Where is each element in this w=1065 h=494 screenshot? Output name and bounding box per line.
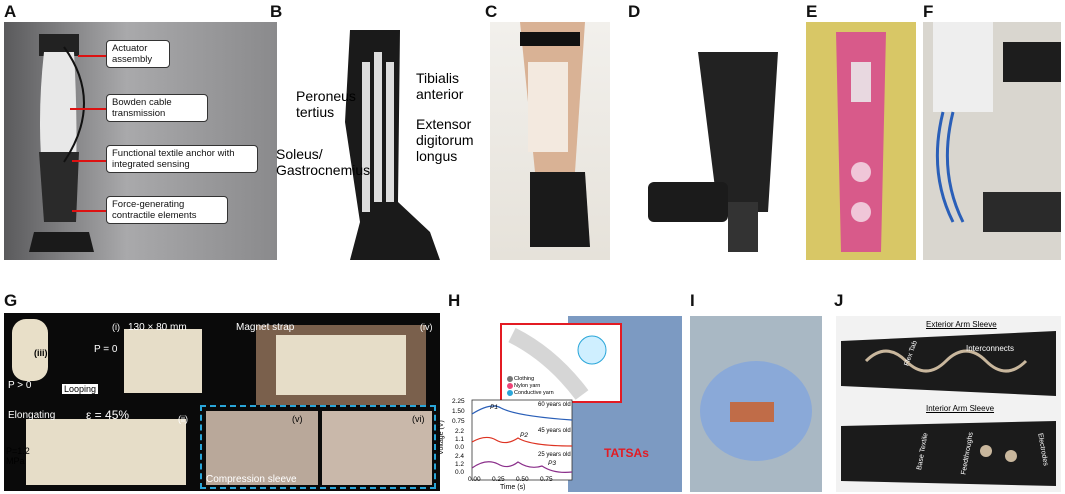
g-label-ii: (ii): [178, 414, 188, 424]
g-label-v: (v): [292, 414, 303, 424]
label-extensor-digitorum: Extensor digitorum longus: [416, 116, 474, 164]
forearm-glove-illustration: [520, 22, 590, 247]
g-label-vi: (vi): [412, 414, 425, 424]
panel-label-a: A: [4, 2, 17, 21]
h-highlight-box: [449, 459, 461, 469]
g-label-p-zero: P = 0: [94, 344, 118, 355]
panel-label-b: B: [270, 2, 283, 21]
h-legend-conductive: Conductive yarn: [514, 390, 554, 396]
h-ytick-0-2: 0.75: [452, 418, 465, 425]
h-ytick-2-0: 2.4: [455, 453, 465, 460]
h-xtick-1: 0.25: [492, 476, 505, 483]
panel-label-c: C: [485, 2, 498, 21]
callout-textile-anchor: Functional textile anchor with integrate…: [106, 145, 258, 173]
panel-d-photo: [628, 22, 796, 260]
g-label-magnet-strap: Magnet strap: [236, 322, 295, 333]
compression-sleeve-inset: [200, 405, 436, 489]
callout-contractile-elements: Force-generating contractile elements: [106, 196, 228, 224]
label-soleus-gastrocnemius: Soleus/ Gastrocnemius: [276, 146, 371, 178]
panel-label-j: J: [834, 291, 844, 310]
h-xtick-0: 0.00: [468, 476, 481, 483]
exosuit-leg-illustration: [29, 34, 94, 252]
magnet-strap-image: [256, 325, 426, 405]
h-series-label-25: 25 years old: [538, 452, 571, 458]
g-label-iv: (iv): [420, 322, 433, 332]
h-xtick-2: 0.50: [516, 476, 529, 483]
panel-c-photo: [490, 22, 610, 260]
h-ytick-1-0: 2.2: [455, 428, 465, 435]
g-label-compression-sleeve: Compression sleeve: [206, 474, 297, 485]
panel-label-h: H: [448, 291, 461, 310]
panel-label-d: D: [628, 2, 641, 21]
h-voltage-chart: [449, 399, 573, 481]
pink-orthosis-illustration: [836, 32, 886, 252]
panel-label-e: E: [806, 2, 818, 21]
h-series-45: [471, 436, 573, 447]
h-series-label-60: 60 years old: [538, 402, 571, 408]
h-ytick-1-1: 1.1: [455, 436, 465, 443]
g-label-dimension: 130 × 80 mm: [128, 322, 187, 333]
panel-f-photo: [923, 22, 1061, 260]
j-exterior-title: Exterior Arm Sleeve: [926, 320, 997, 329]
h-ytick-0-0: 2.25: [452, 398, 465, 405]
stretched-fabric-image: [26, 419, 186, 485]
g-label-i: (i): [112, 322, 120, 332]
h-ytick-2-2: 0.0: [455, 469, 465, 476]
callout-bowden-cable: Bowden cable transmission: [106, 94, 208, 122]
h-ytick-1-2: 0.0: [455, 444, 465, 451]
arrow-contractile: [72, 210, 106, 212]
panel-e-photo: [806, 22, 916, 260]
h-series-25: [471, 461, 573, 473]
h-peak-p1: P1: [490, 404, 498, 411]
h-peak-p2: P2: [520, 432, 528, 439]
panel-i-photo: [690, 316, 822, 492]
panel-g-frame: [4, 313, 440, 491]
finger-sensor-illustration: [700, 361, 812, 461]
arm-sleeve-illustration: [841, 331, 1056, 486]
h-series-60: [471, 405, 573, 421]
callout-actuator-assembly: Actuator assembly: [106, 40, 170, 68]
arrow-actuator: [78, 55, 106, 57]
g-label-p-positive: P > 0: [8, 380, 32, 391]
h-peak-p3: P3: [548, 460, 556, 467]
prosthetic-socket-illustration: [648, 52, 778, 252]
label-peroneus-tertius: Peroneus tertius: [296, 88, 356, 120]
panel-b-photo: [290, 22, 480, 260]
g-label-p-1-2: P=1.2 MPa: [6, 446, 30, 466]
g-label-epsilon: ε = 45%: [86, 408, 130, 422]
h-xlabel: Time (s): [500, 484, 526, 491]
looped-fabric-image: [12, 319, 48, 381]
h-ylabel: Voltage (V): [437, 420, 445, 455]
panel-label-i: I: [690, 291, 695, 310]
g-label-elongating: Elongating: [8, 410, 56, 421]
h-xtick-3: 0.75: [540, 476, 553, 483]
h-tatsas-label: TATSAs: [604, 446, 649, 460]
panel-label-f: F: [923, 2, 934, 21]
h-legend-inset: [500, 323, 622, 403]
panel-j-photo: [836, 316, 1061, 492]
arrow-bowden: [70, 108, 106, 110]
panel-label-g: G: [4, 291, 18, 310]
fabric-structure-diagram: [507, 327, 607, 400]
g-label-iii: (iii): [34, 348, 48, 358]
h-legend-nylon: Nylon yarn: [514, 383, 541, 389]
h-series-label-45: 45 years old: [538, 428, 571, 434]
h-ytick-0-1: 1.50: [452, 408, 465, 415]
j-interconnects: Interconnects: [966, 344, 1015, 353]
flat-fabric-image: [124, 329, 202, 393]
label-tibialis-anterior: Tibialis anterior: [416, 70, 464, 102]
h-legend-clothing: Clothing: [514, 376, 535, 382]
hip-device-illustration: [933, 22, 1061, 232]
g-label-looping: Looping: [62, 384, 99, 394]
j-interior-title: Interior Arm Sleeve: [926, 404, 995, 413]
arrow-anchor: [72, 160, 106, 162]
leg-with-actuators-illustration: [345, 30, 440, 260]
h-ytick-2-1: 1.2: [455, 461, 465, 468]
